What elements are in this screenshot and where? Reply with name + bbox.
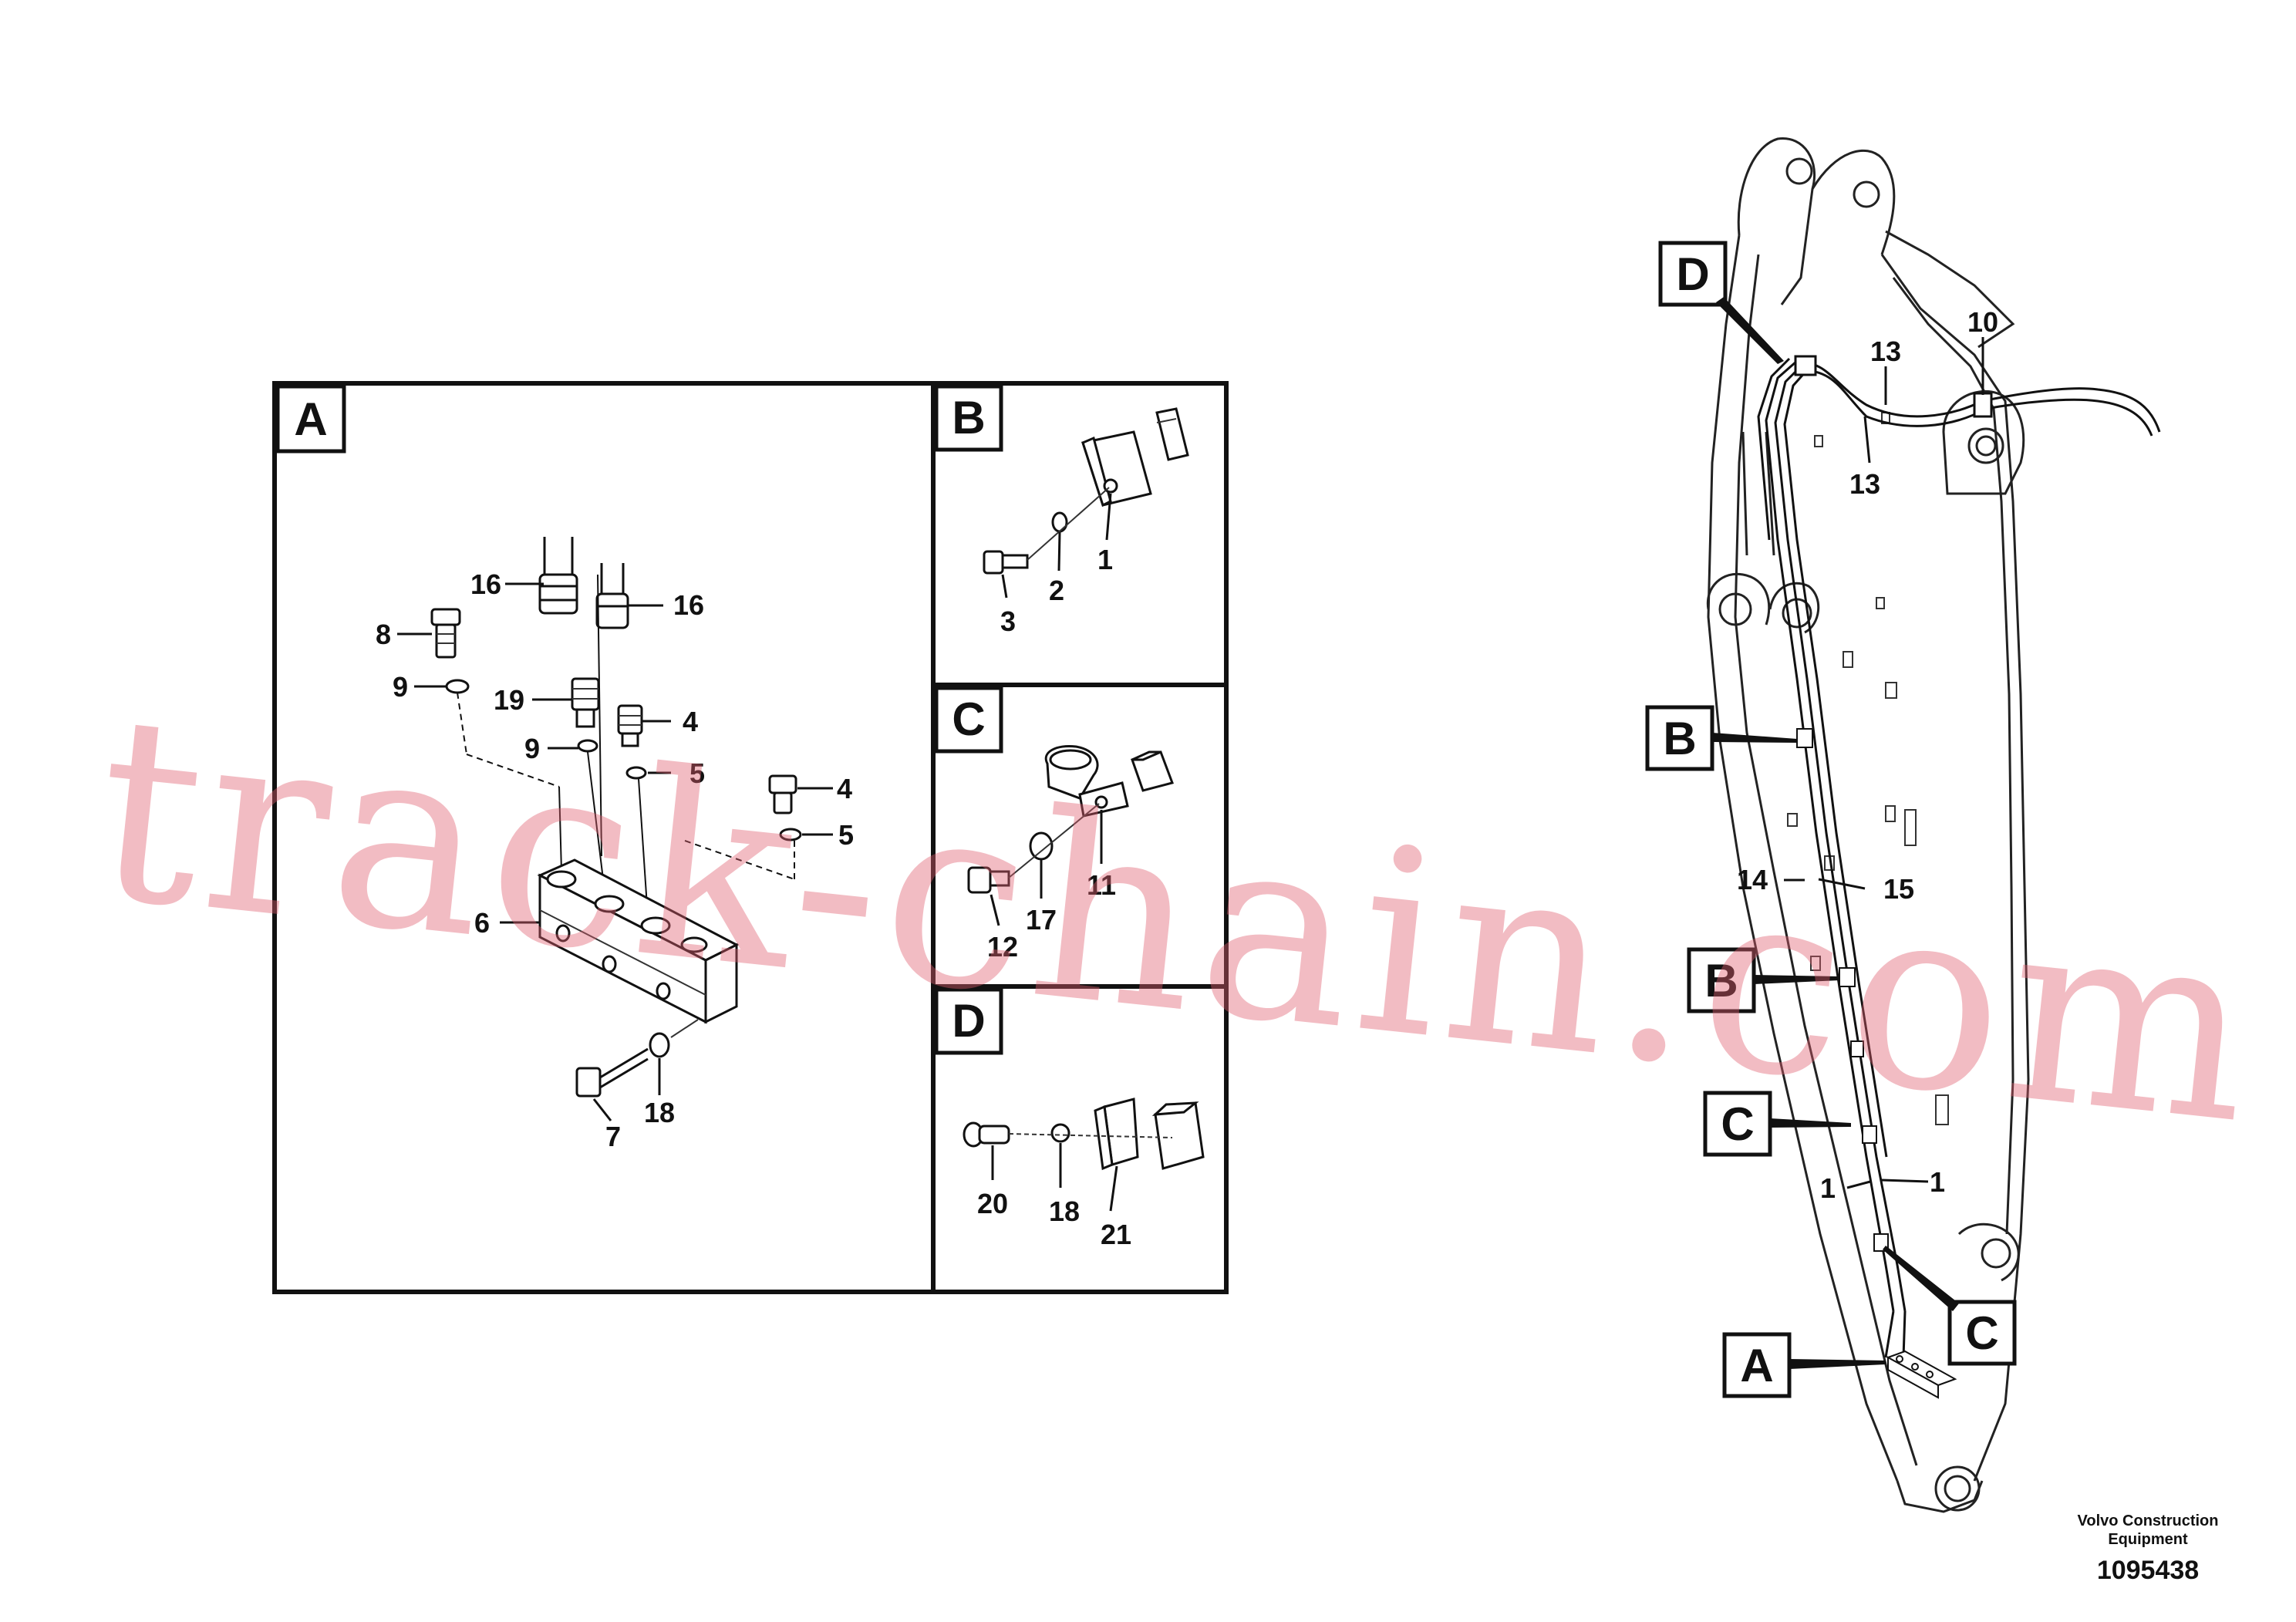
label-9b: 9 [524,733,540,764]
label-5: 5 [689,757,705,789]
clamp-plate-1 [1081,430,1152,508]
ref-a-letter: A [1740,1340,1773,1391]
label-2: 2 [1049,575,1064,606]
label-10: 10 [1967,306,1998,338]
ref-b2: B [1687,947,1839,1013]
label-19: 19 [494,684,524,716]
label-3: 3 [1000,605,1016,637]
boom-clamps [1796,728,1889,1252]
panel-c: C 11 17 12 [934,686,1174,963]
label-13: 13 [1870,336,1901,367]
boom-leaders [1784,337,1984,1189]
fitting-4 [617,704,643,747]
ref-b2-letter: B [1704,955,1738,1007]
hose-13 [1794,355,2161,437]
label-18: 18 [644,1097,675,1128]
boom-illustration: D B B C C A [1645,137,2161,1513]
company-line-2: Equipment [2108,1531,2188,1548]
label-21: 21 [1101,1219,1131,1250]
block-b [1155,407,1189,461]
c-axis [1008,803,1100,878]
panel-a-leaders [397,582,833,1121]
label-1-boom-left: 1 [1820,1172,1836,1204]
o-ring-5b [779,828,802,841]
bolt-3 [983,550,1029,575]
panel-a: A [275,384,854,1152]
fitting-8 [430,608,461,659]
block-d [1151,1101,1205,1170]
assembly-lines [457,574,795,919]
label-13b: 13 [1849,468,1880,500]
boom-outline [1706,137,2030,1513]
fitting-19 [571,677,600,728]
ref-d-letter: D [1676,248,1709,300]
washer-18 [649,1032,670,1058]
hose-16 [538,537,629,629]
label-7: 7 [605,1121,621,1152]
label-14: 14 [1737,864,1768,895]
washer-17 [1029,831,1054,861]
panel-c-letter: C [952,693,985,745]
label-15: 15 [1883,873,1914,905]
label-18d: 18 [1049,1195,1080,1227]
boom-manifold [1886,1350,1957,1399]
footer: Volvo Construction Equipment 1095438 [2078,1512,2219,1585]
label-20: 20 [977,1188,1008,1219]
bolt-7 [575,1047,649,1098]
hose-lines [1757,357,1907,1358]
label-12: 12 [987,931,1018,963]
detail-panels [272,381,1229,1294]
washer-2 [1051,511,1068,533]
panel-d-letter: D [952,995,985,1047]
panel-d: D 20 18 21 [934,987,1205,1250]
label-17: 17 [1026,904,1057,936]
label-1-boom-right: 1 [1930,1166,1945,1198]
label-5b: 5 [838,819,854,851]
label-4: 4 [683,706,698,737]
label-16: 16 [470,568,501,600]
hose-clamp-11 [1044,744,1129,818]
ref-b1: B [1645,705,1797,771]
d-axis [1008,1133,1173,1138]
label-1: 1 [1097,544,1113,575]
washer-18d [1050,1123,1070,1143]
panel-a-letter: A [294,393,327,445]
panel-d-leaders [991,1143,1118,1212]
label-16b: 16 [673,589,704,621]
panel-b: B 1 2 3 [934,384,1189,637]
manifold-block-6 [537,858,740,1024]
boom-small-blocks [1787,412,1949,1125]
panel-c-leaders [990,810,1103,926]
label-6: 6 [474,907,490,939]
watermark: track-chain.com [84,659,2271,1181]
panel-b-letter: B [952,392,985,443]
drawing-number: 1095438 [2097,1556,2199,1585]
o-ring-9 [445,679,470,694]
bolt-20 [963,1121,1010,1148]
ref-c1: C [1703,1091,1851,1157]
block-c [1131,750,1174,792]
ref-c1-letter: C [1721,1098,1754,1150]
company-line-1: Volvo Construction [2078,1512,2219,1529]
label-8: 8 [376,619,391,650]
ref-c2: C [1883,1246,2017,1366]
o-ring-9b [577,739,598,753]
o-ring-5 [625,766,647,780]
ref-b1-letter: B [1663,713,1696,764]
ref-a: A [1722,1332,1886,1398]
label-4b: 4 [837,773,852,804]
label-9: 9 [393,671,408,703]
bolt-12 [967,866,1010,894]
fitting-4b [768,774,797,814]
panel-b-leaders [1001,493,1112,599]
label-11: 11 [1087,869,1116,901]
ref-d: D [1658,241,1784,364]
ref-c2-letter: C [1965,1307,1998,1359]
b-axis [1027,487,1110,561]
clamp-plate-21 [1094,1098,1139,1171]
